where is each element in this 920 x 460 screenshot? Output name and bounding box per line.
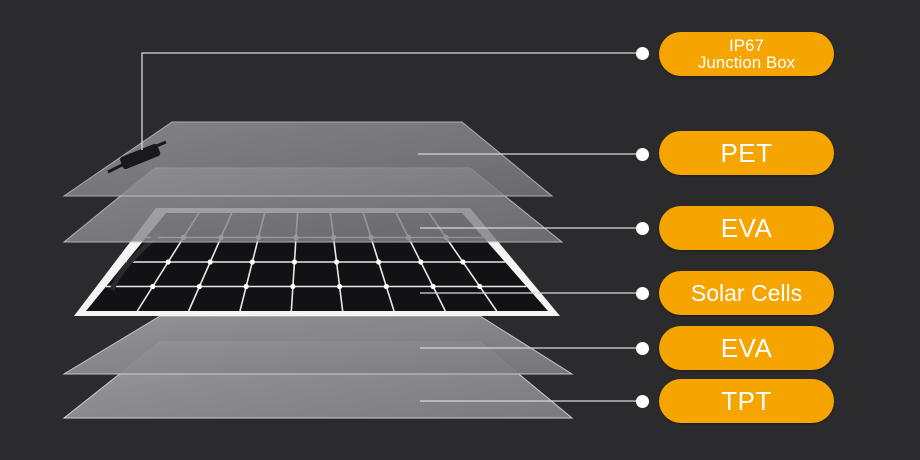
cell-junction-dot [460,259,466,265]
label-tpt-text: TPT [721,385,772,416]
dot-tpt [636,395,649,408]
cell-junction-dot [418,259,424,265]
cell-junction-dot [150,283,156,290]
dot-solar-cells [636,287,649,300]
cell-junction-dot [291,259,298,265]
label-eva-bottom-text: EVA [720,332,773,363]
eva-bottom-sheet [62,315,574,375]
dot-eva-bottom [636,342,649,355]
label-tpt: TPT [659,379,834,423]
label-solar-cells-text: Solar Cells [690,279,803,306]
label-junction-box: IP67 Junction Box [659,32,834,76]
cell-junction-dot [243,283,249,290]
dot-junction-box [636,47,649,60]
dot-eva-top [636,222,649,235]
cell-junction-dot [249,259,255,265]
label-eva-bottom: EVA [659,326,834,370]
cell-junction-dot [477,283,483,290]
cell-junction-dot [376,259,382,265]
cell-junction-dot [207,259,213,265]
connector-junction-box [141,52,640,150]
label-junction-box-line1: IP67 [729,36,764,55]
label-pet-text: PET [720,137,773,168]
cell-junction-dot [333,259,340,265]
label-pet: PET [659,131,834,175]
label-eva-top-text: EVA [720,212,773,243]
cell-junction-dot [383,283,389,290]
cell-junction-dot [196,283,203,290]
dot-pet [636,148,649,161]
cell-junction-dot [165,259,171,265]
cell-junction-dot [337,283,343,290]
label-eva-top: EVA [659,206,834,250]
label-solar-cells: Solar Cells [659,271,834,315]
cell-junction-dot [290,283,296,290]
pet-sheet [62,121,554,197]
label-junction-box-line2: Junction Box [697,53,796,72]
junction-box-shape [107,140,167,174]
cell-junction-dot [430,283,436,290]
